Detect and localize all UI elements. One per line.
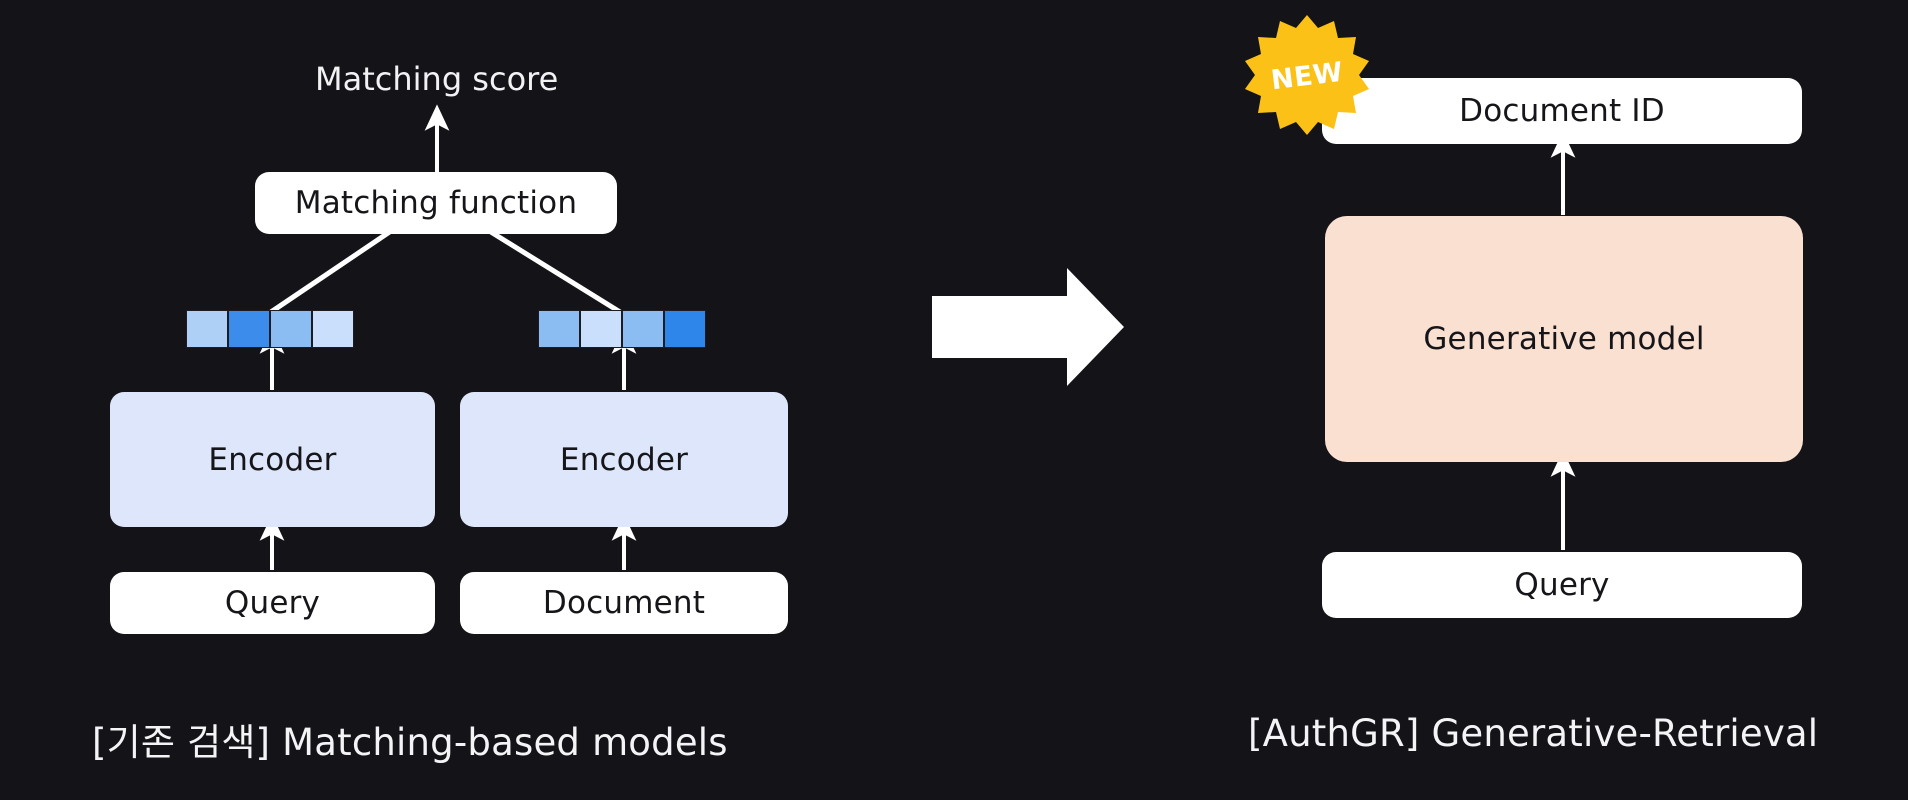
- encoder-box-query[interactable]: Encoder: [110, 392, 435, 527]
- query-box-right[interactable]: Query: [1322, 552, 1802, 618]
- token-square: [270, 310, 312, 348]
- token-square: [312, 310, 354, 348]
- thick-right-arrow-icon: [932, 268, 1124, 386]
- document-input-box[interactable]: Document: [460, 572, 788, 634]
- matching-score-label: Matching score: [315, 60, 559, 98]
- encoder-box-document[interactable]: Encoder: [460, 392, 788, 527]
- query-input-box[interactable]: Query: [110, 572, 435, 634]
- left-panel-caption: [기존 검색] Matching-based models: [92, 721, 728, 764]
- right-panel-caption: [AuthGR] Generative-Retrieval: [1248, 712, 1819, 755]
- generative-model-box[interactable]: Generative model: [1325, 216, 1803, 462]
- matching-function-box[interactable]: Matching function: [255, 172, 617, 234]
- token-square: [186, 310, 228, 348]
- token-square: [622, 310, 664, 348]
- query-token-embeddings: [186, 310, 354, 348]
- token-square: [538, 310, 580, 348]
- token-square: [664, 310, 706, 348]
- starburst-icon: [1245, 15, 1369, 135]
- document-id-box[interactable]: Document ID: [1322, 78, 1802, 144]
- token-square: [580, 310, 622, 348]
- document-token-embeddings: [538, 310, 706, 348]
- token-square: [228, 310, 270, 348]
- new-badge: NEW: [1243, 12, 1371, 140]
